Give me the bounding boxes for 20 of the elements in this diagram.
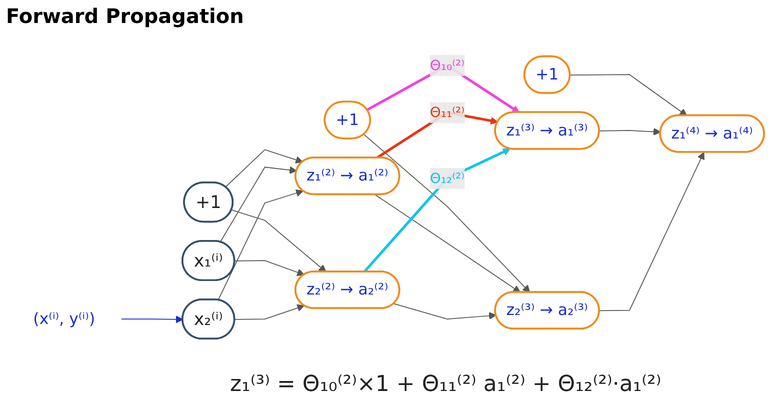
diagram-title: Forward Propagation [6, 4, 244, 28]
arrow [120, 315, 184, 323]
arrow [393, 302, 496, 320]
arrow [231, 209, 326, 272]
edge-label: Θ₁₁⁽²⁾ [430, 103, 465, 120]
arrow [598, 127, 661, 136]
edge-label: Θ₁₂⁽²⁾ [430, 169, 465, 186]
arrow [598, 152, 704, 311]
edge-label: Θ₁₀⁽²⁾ [430, 56, 465, 73]
arrow [234, 304, 305, 320]
arrow [570, 74, 688, 116]
arrow [364, 134, 530, 292]
arrow [218, 188, 304, 300]
arrow [374, 194, 521, 292]
arrow [220, 166, 297, 242]
arrow [234, 260, 305, 276]
node-text: (x⁽ⁱ⁾, y⁽ⁱ⁾) [33, 309, 96, 328]
arrow [363, 148, 510, 272]
arrow [225, 148, 304, 187]
equation: z₁⁽³⁾ = Θ₁₀⁽²⁾×1 + Θ₁₁⁽²⁾ a₁⁽²⁾ + Θ₁₂⁽²⁾·a₁⁽²⁾ [230, 372, 662, 397]
